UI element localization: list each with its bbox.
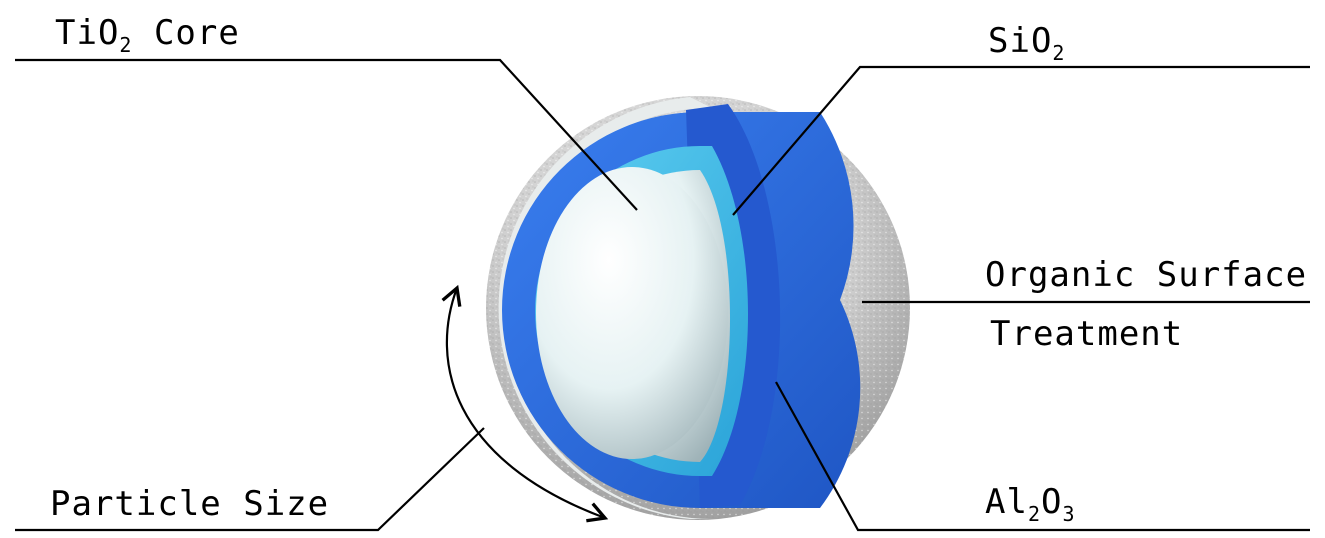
label-sio2: SiO2: [988, 21, 1065, 65]
label-tio2-core: TiO2 Core: [55, 13, 240, 57]
leader-sio2: [732, 65, 1310, 216]
tio2-core-body: [536, 167, 728, 459]
label-al2o3: Al2O3: [985, 482, 1076, 526]
particle-size-arrow: [441, 284, 609, 523]
leader-lines: [15, 58, 1310, 532]
label-particle-size: Particle Size: [50, 484, 329, 524]
particle: [486, 96, 910, 520]
label-treatment: Treatment: [990, 314, 1183, 354]
leader-particle-size: [15, 427, 485, 532]
leader-al2o3: [775, 381, 1310, 532]
leader-core: [15, 58, 638, 211]
label-organic-surface: Organic Surface: [985, 255, 1307, 295]
